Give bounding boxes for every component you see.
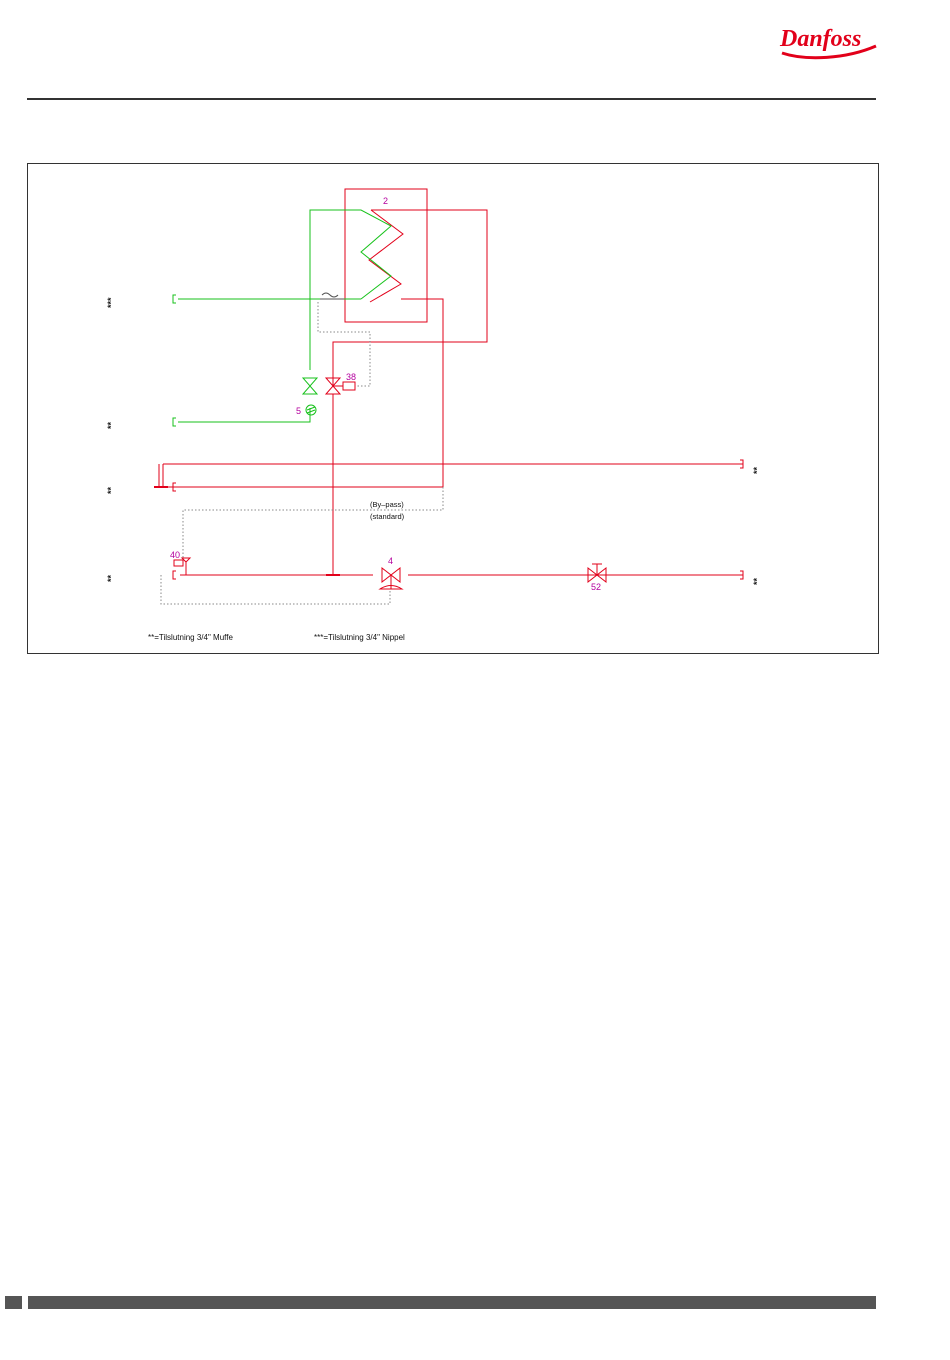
heat-exchanger-box [345,189,427,322]
danfoss-logo: Danfoss [776,18,880,62]
label-thermostatic-valve: 38 [346,372,356,382]
sensor-line-upper [318,302,370,386]
bypass-dotted [183,487,443,561]
marker-right-top: ** [752,466,762,474]
heating-circuit-lines [163,210,743,575]
bypass-label: (By–pass) [370,500,404,509]
bracket-cold-return [173,418,176,426]
primary-supply-top [333,210,487,386]
footer-bar [28,1296,876,1309]
bottom-dotted [161,575,390,604]
label-heat-exchanger: 2 [383,196,388,206]
piping-diagram: 2 38 5 40 4 52 *** ** ** ** ** ** (By–pa… [27,163,879,654]
cold-water-return [178,408,310,422]
label-check-valve: 5 [296,406,301,416]
label-safety-valve: 40 [170,550,180,560]
primary-return-line [401,299,443,487]
green-valve-symbol [303,378,317,394]
piping-diagram-svg: 2 38 5 40 4 52 *** ** ** ** ** ** (By–pa… [28,164,880,655]
marker-nippel: *** [106,297,116,308]
logo-wordmark: Danfoss [779,26,861,52]
exchanger-coil-green [310,210,391,370]
footer-square [5,1296,22,1309]
signal-lines [161,302,443,604]
label-shutoff-valve: 52 [591,582,601,592]
marker-cold-return: ** [106,421,116,429]
marker-left-mid: ** [106,486,116,494]
marker-right-bottom: ** [752,577,762,585]
pump-valve-symbol [380,568,402,589]
standard-label: (standard) [370,512,405,521]
shutoff-valve-symbol [588,564,606,582]
bracket-cold-inlet [173,295,176,303]
sensor-tilde [320,293,344,299]
safety-valve-symbol [174,558,194,575]
header-rule [27,98,876,100]
connection-brackets [173,295,743,579]
bracket-left-bottom [173,571,176,579]
legend-muffe: **=Tilslutning 3/4" Muffe [148,633,233,642]
legend-nippel: ***=Tilslutning 3/4" Nippel [314,633,405,642]
label-pump-valve: 4 [388,556,393,566]
marker-left-bottom: ** [106,574,116,582]
cold-water-circuit-lines [178,210,391,422]
